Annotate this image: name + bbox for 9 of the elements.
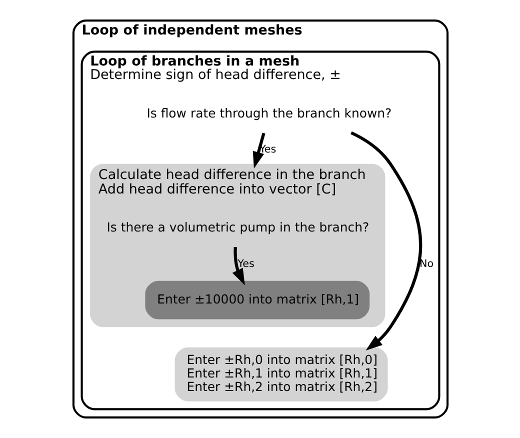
node-box: Enter ±Rh,0 into matrix [Rh,0] Enter ±Rh,1 into matrix [Rh,1] Enter ±Rh,2 into matrix [Rh,2]	[174, 347, 388, 402]
node-box: Enter ±10000 into matrix [Rh,1]	[144, 280, 370, 320]
edge-label: Yes	[237, 258, 254, 270]
arrow	[252, 132, 265, 168]
node-text: Is flow rate through the branch known?	[146, 105, 392, 120]
arrow	[232, 247, 244, 286]
edge-label: No	[418, 258, 434, 270]
node-text: Is there a volumetric pump in the branch?	[106, 220, 369, 235]
arrow	[350, 131, 422, 351]
